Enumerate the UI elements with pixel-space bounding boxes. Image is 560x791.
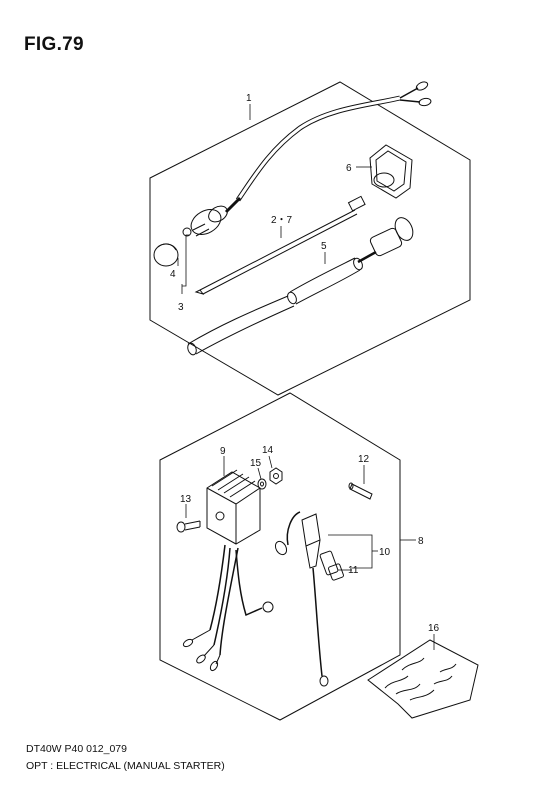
callout-9: 9: [220, 446, 226, 457]
bracket-10: [328, 534, 373, 569]
callout-10: 10: [379, 547, 391, 558]
callout-1: 1: [246, 93, 252, 104]
callout-11: 11: [348, 565, 359, 576]
model-code: DT40W P40 012_079: [26, 743, 127, 755]
leader-14: [268, 455, 273, 469]
figure-title: FIG.79: [24, 34, 84, 55]
fuse-part-11: [319, 550, 344, 581]
lower-group-outline: [159, 392, 401, 721]
callout-15: 15: [250, 458, 262, 469]
callout-13: 13: [180, 494, 192, 505]
upper-group-outline: [149, 81, 471, 396]
callout-4: 4: [170, 269, 176, 280]
callout-16: 16: [428, 623, 440, 634]
callout-12: 12: [358, 454, 370, 465]
callout-2-7: 2・7: [271, 215, 293, 226]
bracket-3: [181, 234, 190, 294]
grommet-part-6: [369, 144, 413, 199]
callout-3: 3: [178, 302, 184, 313]
washer-part-15: [257, 478, 267, 490]
tube-part-5: [187, 217, 414, 356]
fuse-holder-part-10: [274, 511, 329, 687]
regulator-part-9: [182, 469, 274, 672]
label-sheet-part-16: [367, 639, 479, 719]
nut-part-14: [269, 467, 283, 485]
harness-part-1: [182, 81, 432, 237]
callout-8: 8: [418, 536, 424, 547]
figure-caption: OPT : ELECTRICAL (MANUAL STARTER): [26, 760, 225, 772]
cable-tie-part-2-7: [194, 195, 366, 295]
callout-5: 5: [321, 241, 327, 252]
pin-part-12: [348, 482, 373, 500]
callout-14: 14: [262, 445, 274, 456]
leader-15: [257, 467, 262, 480]
cap-part-4: [153, 243, 179, 267]
bolt-part-13: [176, 520, 201, 533]
callout-6: 6: [346, 163, 352, 174]
